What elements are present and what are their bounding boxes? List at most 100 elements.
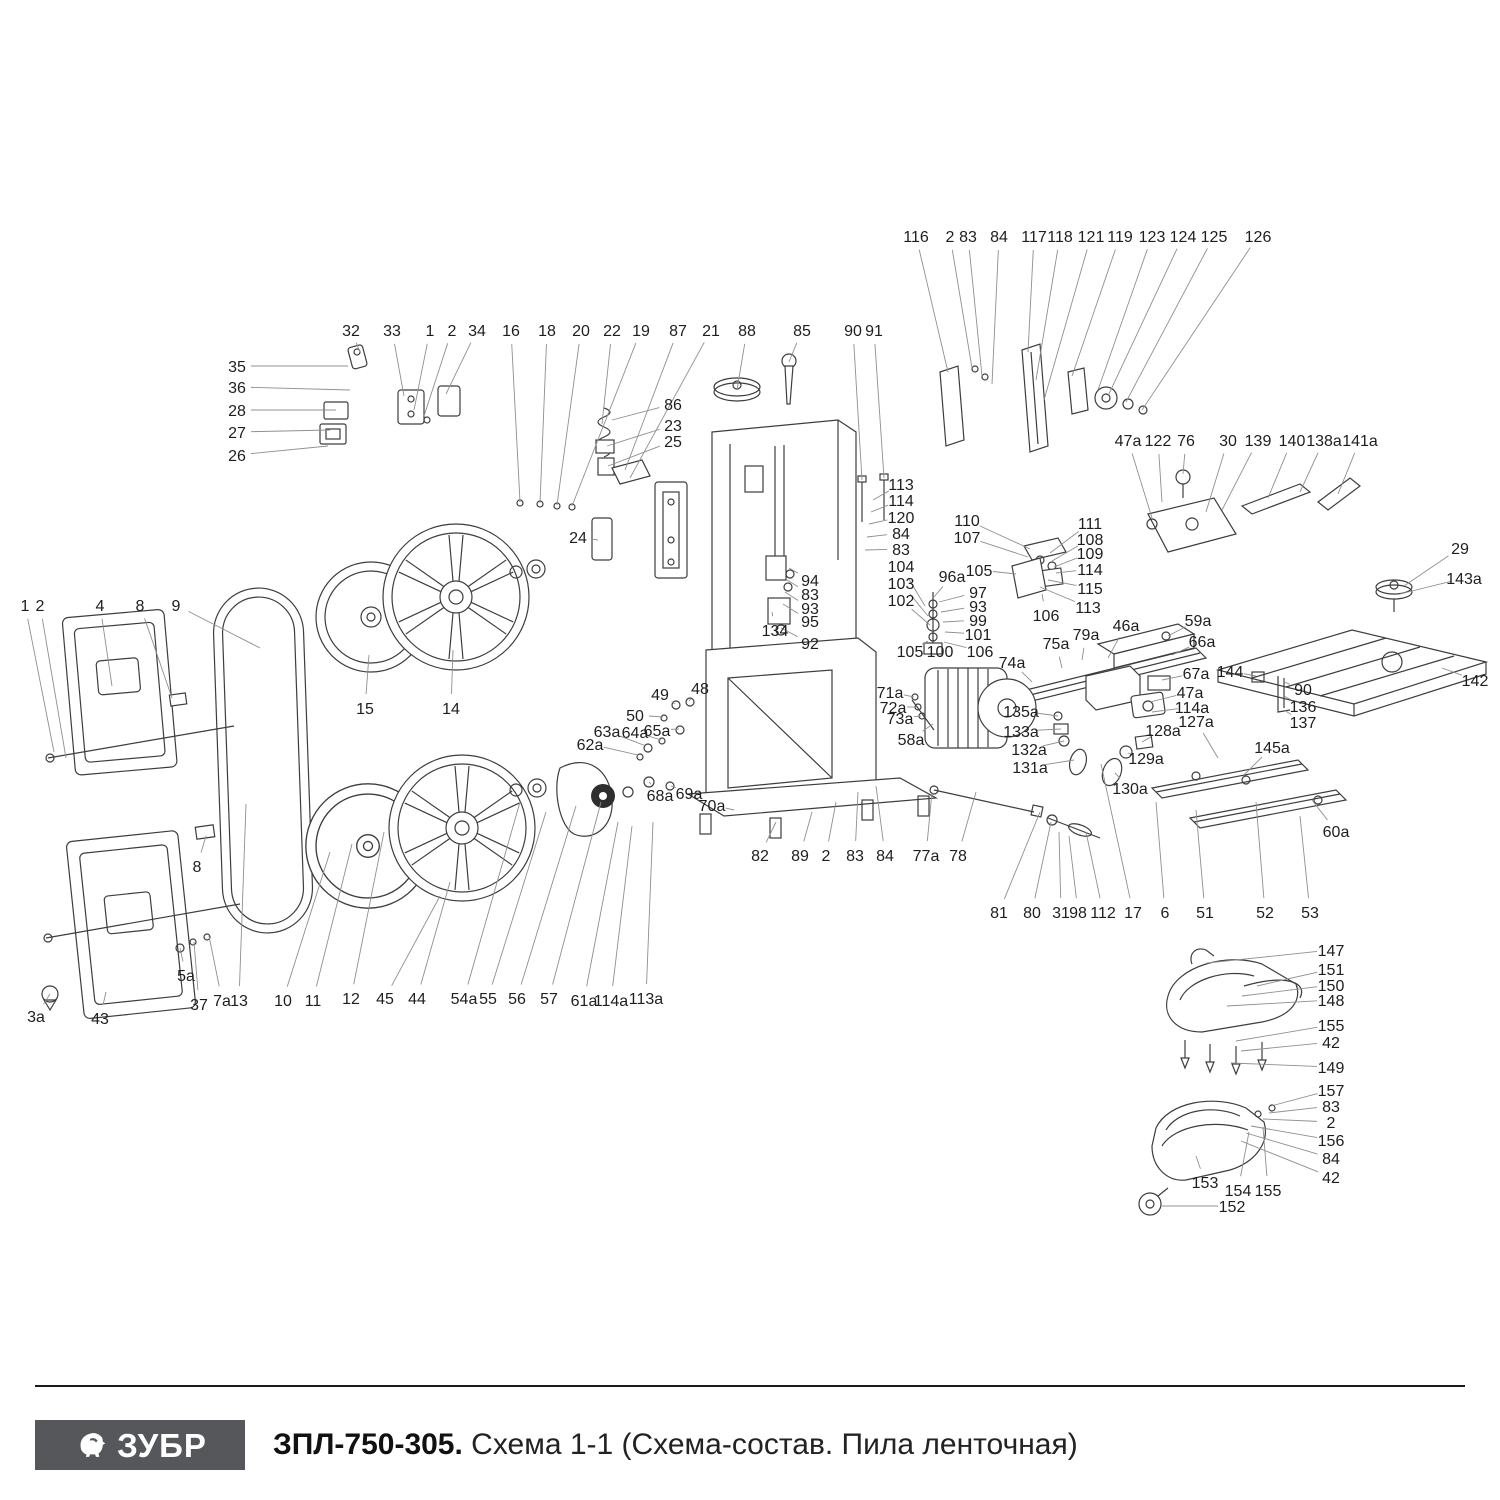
leader-line (1240, 1042, 1318, 1052)
top-middle-parts (516, 353, 889, 579)
part-number-label: 84 (990, 229, 1008, 246)
leader-line (1195, 809, 1205, 899)
leader-line (445, 342, 472, 395)
part-number-label: 114a (1175, 700, 1210, 717)
part-number-label: 31 (1052, 905, 1070, 922)
part-number-label: 82 (751, 848, 769, 865)
part-number-label: 106 (967, 644, 994, 661)
leader-line (1161, 675, 1183, 681)
part-number-label: 29 (1451, 541, 1469, 558)
leader-line (391, 895, 441, 986)
part-number-label: 27 (228, 425, 246, 442)
part-number-label: 30 (1219, 433, 1237, 450)
leader-line (979, 525, 1031, 550)
part-number-label: 2 (1327, 1115, 1336, 1132)
leader-line (1226, 1000, 1318, 1007)
leader-line (909, 593, 929, 617)
part-number-label: 68a (647, 788, 674, 805)
leader-line (1043, 249, 1088, 401)
part-number-label: 114 (888, 493, 914, 510)
leader-line (1149, 694, 1177, 703)
upper-door-panel (61, 609, 178, 776)
rip-fence (1096, 623, 1196, 691)
leader-line (1245, 1132, 1318, 1155)
part-number-label: 96a (939, 569, 966, 586)
leader-line (1270, 1093, 1318, 1107)
part-number-label: 63a (594, 724, 621, 741)
leader-line (1107, 637, 1120, 659)
leader-line (968, 249, 983, 377)
part-number-label: 46a (1113, 618, 1140, 635)
leader-line (1243, 756, 1263, 776)
leader-line (961, 791, 977, 842)
leader-line (1141, 736, 1152, 743)
part-number-label: 18 (538, 323, 556, 340)
leader-line (1337, 452, 1356, 495)
leader-line (1071, 249, 1116, 377)
part-number-label: 83 (959, 229, 977, 246)
part-number-label: 12 (342, 991, 360, 1008)
leader-line (41, 618, 67, 759)
part-number-label: 42 (1322, 1170, 1340, 1187)
part-number-label: 73a (887, 711, 914, 728)
leader-line (423, 343, 449, 417)
leader-line (1034, 712, 1059, 717)
work-table (1215, 629, 1489, 717)
part-number-label: 103 (888, 576, 915, 593)
lower-blade-guard (1151, 1100, 1276, 1181)
part-number-label: 75a (1043, 636, 1070, 653)
leader-line (938, 595, 965, 603)
part-number-label: 109 (1077, 546, 1104, 563)
leader-line (1262, 1126, 1268, 1177)
part-number-label: 83 (801, 587, 819, 604)
leader-line (646, 821, 654, 985)
leader-line (1241, 986, 1318, 997)
part-number-label: 76 (1177, 433, 1195, 450)
part-number-label: 137 (1290, 715, 1317, 732)
leader-line (1202, 732, 1219, 759)
leader-line (1100, 763, 1131, 899)
leader-line (1235, 1026, 1318, 1042)
part-number-label: 10 (274, 993, 292, 1010)
leader-line (1058, 656, 1063, 669)
part-number-label: 97 (969, 585, 987, 602)
base-frame (686, 777, 939, 839)
leader-line (1441, 667, 1462, 676)
leader-line (179, 947, 184, 962)
part-number-label: 108 (1077, 532, 1104, 549)
part-number-label: 111 (1078, 516, 1102, 533)
part-number-label: 1 (21, 598, 30, 615)
leader-line (648, 735, 662, 741)
leader-line (648, 715, 664, 718)
leader-line (420, 881, 451, 985)
leader-line (451, 649, 454, 695)
leader-line (1047, 579, 1077, 586)
part-number-label: 101 (965, 627, 992, 644)
part-number-label: 113 (1075, 600, 1101, 617)
part-number-label: 119 (1107, 229, 1133, 246)
part-number-label: 134 (762, 623, 789, 640)
leader-line (208, 935, 220, 987)
part-number-label: 94 (801, 573, 819, 590)
leader-line (1250, 1125, 1318, 1139)
leader-line (765, 821, 777, 843)
leader-line (866, 534, 888, 538)
part-number-label: 105 (897, 644, 924, 661)
part-number-label: 15 (356, 701, 374, 718)
part-number-label: 84 (876, 848, 894, 865)
part-number-label: 11 (305, 993, 322, 1010)
leader-line (601, 343, 611, 425)
leader-line (1255, 801, 1265, 899)
lower-door-panel (65, 830, 196, 1020)
leader-line (611, 407, 660, 421)
leader-line (1151, 708, 1179, 713)
main-frame (711, 419, 857, 665)
upper-band-wheel (383, 524, 529, 670)
leader-line (612, 825, 633, 987)
part-number-label: 130a (1112, 781, 1148, 798)
part-number-label: 121 (1078, 229, 1105, 246)
part-number-label: 129a (1128, 751, 1164, 768)
part-number-label: 25 (664, 434, 682, 451)
leader-line (1049, 531, 1080, 554)
leader-line (828, 801, 837, 842)
